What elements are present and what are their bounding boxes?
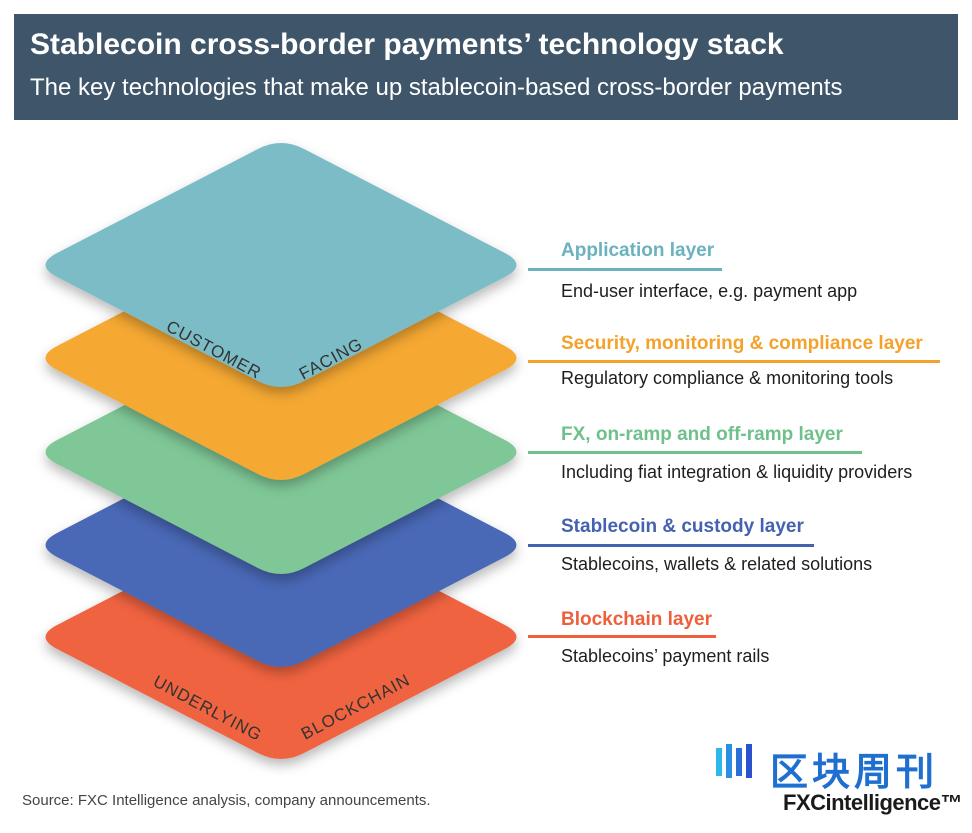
connector-line-blockchain xyxy=(528,635,716,638)
layer-shape-application xyxy=(45,143,517,387)
layer-title-application: Application layer xyxy=(561,240,715,261)
layer-title-blockchain: Blockchain layer xyxy=(561,609,713,630)
layer-title-stablecoin: Stablecoin & custody layer xyxy=(561,516,804,537)
connector-line-application xyxy=(528,268,722,271)
layer-desc-application: End-user interface, e.g. payment app xyxy=(561,281,858,301)
header-banner: Stablecoin cross-border payments’ techno… xyxy=(14,14,958,120)
layer-desc-security: Regulatory compliance & monitoring tools xyxy=(561,368,894,388)
layer-title-security: Security, monitoring & compliance layer xyxy=(561,333,923,354)
page-title: Stablecoin cross-border payments’ techno… xyxy=(30,28,784,61)
brand-logo: FXCintelligence™ xyxy=(783,790,963,815)
layer-title-fx: FX, on-ramp and off-ramp layer xyxy=(561,424,843,445)
layer-desc-stablecoin: Stablecoins, wallets & related solutions xyxy=(561,554,873,574)
watermark-logo-icon xyxy=(716,744,752,778)
page-subtitle: The key technologies that make up stable… xyxy=(30,74,843,101)
connector-line-stablecoin xyxy=(528,544,814,547)
connector-line-fx xyxy=(528,451,862,454)
watermark-text: 区块周刊 xyxy=(770,750,939,794)
layer-desc-blockchain: Stablecoins’ payment rails xyxy=(561,646,770,666)
connector-line-security xyxy=(528,360,940,363)
source-note: Source: FXC Intelligence analysis, compa… xyxy=(22,792,431,809)
layer-desc-fx: Including fiat integration & liquidity p… xyxy=(561,462,913,482)
